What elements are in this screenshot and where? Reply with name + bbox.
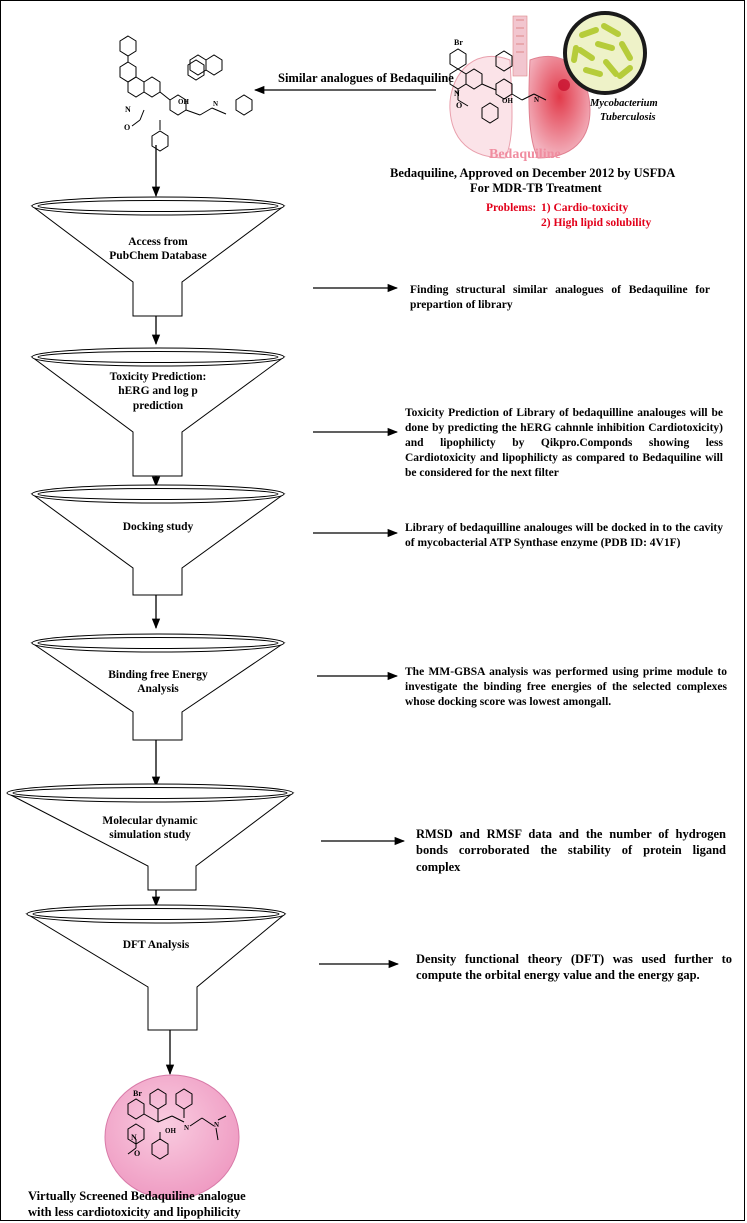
funnel-5-description: RMSD and RMSF data and the number of hyd… bbox=[416, 827, 726, 874]
bedaquiline-br-atom: Br bbox=[454, 38, 463, 47]
funnel-4-label: Binding free Energy Analysis bbox=[78, 668, 238, 697]
funnel-3-label-line-1: Docking study bbox=[122, 521, 194, 533]
funnel-5-label: Molecular dynamic simulation study bbox=[70, 814, 230, 843]
funnel-2-label: Toxicity Prediction: hERG and log p pred… bbox=[78, 370, 238, 413]
funnel-5-label-line-1: Molecular dynamic bbox=[102, 815, 198, 827]
problem-1: 1) Cardio-toxicity bbox=[541, 202, 628, 214]
mycobacterium-label-1: Mycobacterium bbox=[589, 98, 658, 109]
funnel-2-label-line-1: Toxicity Prediction: bbox=[109, 371, 207, 383]
analogue-n-atom: N bbox=[125, 105, 131, 114]
funnel-6-label-line-1: DFT Analysis bbox=[122, 939, 190, 951]
final-n-atom: N bbox=[131, 1133, 137, 1142]
analogue-arrow-label: Similar analogues of Bedaquiline bbox=[278, 71, 454, 85]
funnel-6-description: Density functional theory (DFT) was used… bbox=[416, 952, 732, 983]
mycobacterium-illustration bbox=[558, 11, 647, 95]
funnel-2 bbox=[30, 347, 286, 477]
analogue-o-atom: O bbox=[124, 123, 130, 132]
final-caption-line-1: Virtually Screened Bedaquiline analogue bbox=[28, 1189, 246, 1203]
bedaquiline-molecule bbox=[449, 48, 547, 124]
problem-2: 2) High lipid solubility bbox=[541, 217, 651, 229]
final-oh-atom: OH bbox=[165, 1127, 176, 1135]
final-caption-line-2: with less cardiotoxicity and lipophilici… bbox=[28, 1204, 241, 1219]
funnel-4-label-line-2: Analysis bbox=[137, 683, 179, 696]
funnel-2-description: Toxicity Prediction of Library of bedaqu… bbox=[405, 407, 723, 479]
funnel-6 bbox=[25, 904, 287, 1031]
funnel-2-label-line-2: hERG and log p bbox=[118, 385, 198, 398]
funnel-3 bbox=[30, 484, 286, 596]
funnel-1-label-line-1: Access from bbox=[128, 236, 188, 248]
analogue-n2-atom: N bbox=[213, 100, 218, 108]
bedaquiline-oh-atom: OH bbox=[502, 97, 513, 105]
final-n3-atom: N bbox=[214, 1121, 219, 1129]
final-o-atom: O bbox=[134, 1149, 140, 1158]
funnel-4-description: The MM-GBSA analysis was performed using… bbox=[405, 666, 727, 708]
mycobacterium-label-2: Tuberculosis bbox=[600, 112, 656, 123]
funnel-5-label-line-2: simulation study bbox=[109, 829, 191, 842]
funnel-2-label-line-3: prediction bbox=[132, 399, 184, 412]
funnel-6-label: DFT Analysis bbox=[76, 938, 236, 952]
bedaquiline-label: Bedaquiline bbox=[489, 147, 561, 162]
approval-line-2: For MDR-TB Treatment bbox=[470, 181, 603, 195]
funnel-3-description: Library of bedaquilline analouges will b… bbox=[405, 522, 723, 549]
final-n2-atom: N bbox=[184, 1124, 189, 1132]
funnel-4-label-line-1: Binding free Energy bbox=[108, 669, 208, 681]
analogue-molecule bbox=[119, 35, 253, 152]
approval-line-1: Bedaquiline, Approved on December 2012 b… bbox=[390, 166, 675, 180]
funnel-1 bbox=[30, 196, 286, 317]
final-caption: Virtually Screened Bedaquiline analogue … bbox=[28, 1189, 328, 1220]
funnel-4 bbox=[30, 633, 286, 741]
bedaquiline-o-atom: O bbox=[456, 101, 462, 110]
funnel-1-label-line-2: PubChem Database bbox=[109, 250, 207, 263]
bedaquiline-n2-atom: N bbox=[534, 96, 539, 104]
final-molecule bbox=[127, 1088, 227, 1160]
funnel-1-description: Finding structural similar analogues of … bbox=[410, 284, 710, 311]
analogue-oh-atom: OH bbox=[178, 98, 189, 106]
problems-prefix: Problems: bbox=[486, 202, 536, 214]
funnel-5 bbox=[6, 783, 295, 891]
final-br-atom: Br bbox=[133, 1089, 142, 1098]
funnel-1-label: Access from PubChem Database bbox=[78, 235, 238, 264]
bedaquiline-n-atom: N bbox=[454, 89, 460, 98]
final-analogue-ball bbox=[104, 1074, 240, 1200]
funnel-3-label: Docking study bbox=[78, 520, 238, 534]
